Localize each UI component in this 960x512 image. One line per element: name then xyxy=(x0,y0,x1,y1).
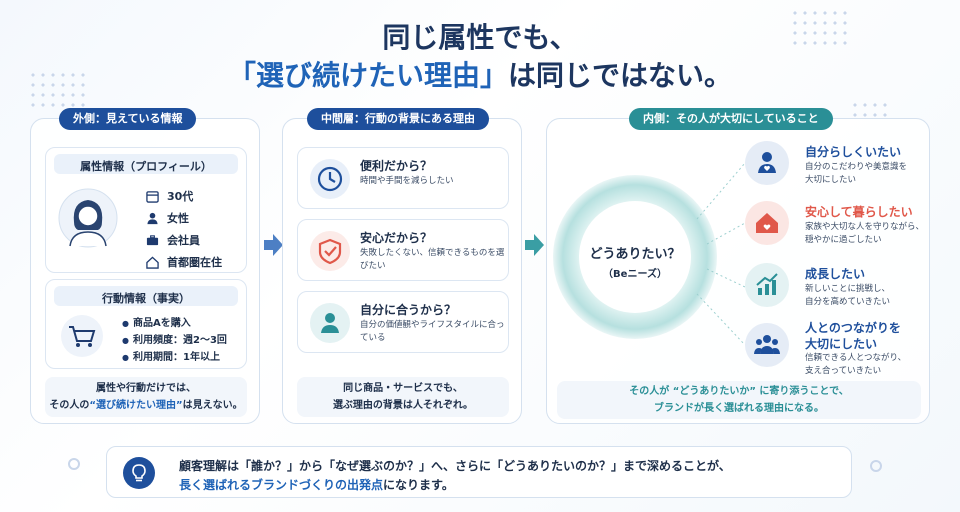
growth-chart-icon xyxy=(745,263,789,307)
attribute-title: 属性情報（プロフィール） xyxy=(80,160,212,173)
center-disc xyxy=(579,201,691,313)
title-highlight: 「選び続けたい理由」 xyxy=(227,59,508,92)
middle-panel: 中間層：行動の背景にある理由 便利だから？ 時間や手間を減らしたい 安心だから？… xyxy=(282,108,522,424)
attr-job-label: 会社員 xyxy=(167,234,200,247)
page-subtitle: 「選び続けたい理由」は同じではない。 xyxy=(0,54,960,94)
outer-note-line2: その人の“選び続けたい理由”は見えない。 xyxy=(45,397,247,414)
briefcase-icon xyxy=(146,234,159,245)
need-title-2: 大切にしたい xyxy=(805,337,878,351)
attr-age: 30代 xyxy=(146,188,193,204)
attr-area-label: 首都圏在住 xyxy=(167,256,222,269)
person-icon xyxy=(147,212,158,224)
attr-gender: 女性 xyxy=(146,210,189,226)
behavior-head-bg xyxy=(54,286,238,306)
decor-ring xyxy=(68,458,80,470)
attribute-head-bg xyxy=(54,154,238,174)
page-title: 同じ属性でも、 xyxy=(382,21,578,54)
attr-job: 会社員 xyxy=(146,232,200,248)
summary-line1: 顧客理解は「誰か？」から「なぜ選ぶのか？」へ、さらに「どうありたいのか？」まで深… xyxy=(179,459,731,473)
reason-card-safety: 安心だから？ 失敗したくない、信頼できるものを選びたい xyxy=(297,219,509,281)
behavior-box: 行動情報（事実） 商品Aを購入 利用頻度：週2〜3回 利用期間：1年以上 xyxy=(45,279,247,369)
behavior-item: 利用頻度：週2〜3回 xyxy=(122,331,227,346)
calendar-icon xyxy=(146,190,159,203)
middle-note-line1: 同じ商品・サービスでも、 xyxy=(343,383,463,394)
need-desc: 新しいことに挑戦し、 xyxy=(805,284,891,294)
center-subtitle: （Beニーズ） xyxy=(603,269,667,280)
need-desc: 大切にしたい xyxy=(805,175,857,185)
lightbulb-icon xyxy=(123,457,155,489)
summary-line2: 長く選ばれるブランドづくりの出発点になります。 xyxy=(179,476,454,493)
outer-panel: 外側：見えている情報 属性情報（プロフィール） 30代 女性 会社員 首都圏在住 xyxy=(30,108,260,424)
need-desc: 信頼できる人とつながり、 xyxy=(805,353,907,363)
inner-note-line2: ブランドが長く選ばれる理由になる。 xyxy=(654,403,824,414)
outer-note: 属性や行動だけでは、 その人の“選び続けたい理由”は見えない。 xyxy=(45,377,247,417)
decor-dots xyxy=(28,70,88,110)
need-title: 自分らしくいたい xyxy=(805,145,902,159)
shield-icon xyxy=(310,231,350,271)
woman-avatar-icon xyxy=(58,188,118,248)
attr-area: 首都圏在住 xyxy=(146,254,222,270)
clock-icon xyxy=(310,159,350,199)
need-desc: 家族や大切な人を守りながら、 xyxy=(805,222,925,232)
outer-note-line1: 属性や行動だけでは、 xyxy=(96,383,196,394)
reason-desc: 失敗したくない、信頼できるものを選びたい xyxy=(360,248,505,271)
title-rest: は同じではない。 xyxy=(508,59,733,92)
inner-diagram xyxy=(553,162,746,346)
summary-highlight: 長く選ばれるブランドづくりの出発点 xyxy=(179,478,384,492)
behavior-item: 商品Aを購入 xyxy=(122,314,191,329)
attr-age-label: 30代 xyxy=(167,190,194,203)
outer-note-pre: その人の xyxy=(49,400,90,411)
need-title: 安心して暮らしたい xyxy=(805,205,913,219)
reason-desc: 自分の価値観やライフスタイルに合っている xyxy=(360,320,505,343)
outer-pill: 外側：見えている情報 xyxy=(59,108,197,130)
need-desc: 支え合っていきたい xyxy=(805,366,882,376)
center-title: どうありたい？ xyxy=(589,247,681,262)
need-title: 成長したい xyxy=(805,267,866,281)
reason-card-fit: 自分に合うから？ 自分の価値観やライフスタイルに合っている xyxy=(297,291,509,353)
person-heart-icon xyxy=(745,141,789,185)
outer-note-post: は見えない。 xyxy=(182,400,243,411)
group-icon xyxy=(745,323,789,367)
need-desc: 自分のこだわりや美意識を xyxy=(805,162,908,172)
need-title: 人とのつながりを xyxy=(805,321,901,335)
decor-dots xyxy=(790,8,850,48)
behavior-item: 利用期間：1年以上 xyxy=(122,348,220,363)
home-icon xyxy=(146,256,159,269)
summary-rest: になります。 xyxy=(383,478,454,492)
middle-note: 同じ商品・サービスでも、 選ぶ理由の背景は人それぞれ。 xyxy=(297,377,509,417)
cart-icon xyxy=(61,315,103,357)
inner-pill: 内側：その人が大切にしていること xyxy=(629,108,833,130)
need-desc: 穏やかに過ごしたい xyxy=(805,235,882,245)
decor-ring xyxy=(870,460,882,472)
behavior-title: 行動情報（事実） xyxy=(102,292,190,305)
reason-desc: 時間や手間を減らしたい xyxy=(360,176,454,186)
attribute-box: 属性情報（プロフィール） 30代 女性 会社員 首都圏在住 xyxy=(45,147,247,273)
reason-card-convenience: 便利だから？ 時間や手間を減らしたい xyxy=(297,147,509,209)
inner-panel: 内側：その人が大切にしていること どうありたい？ （Beニーズ） 自分らしくいた… xyxy=(546,108,930,424)
outer-note-highlight: “選び続けたい理由” xyxy=(89,400,183,411)
attr-gender-label: 女性 xyxy=(167,212,189,225)
arrow-right-icon xyxy=(264,234,283,256)
need-desc: 自分を高めていきたい xyxy=(805,297,891,307)
reason-title: 自分に合うから？ xyxy=(360,303,457,317)
summary-box: 顧客理解は「誰か？」から「なぜ選ぶのか？」へ、さらに「どうありたいのか？」まで深… xyxy=(106,446,852,498)
reason-title: 便利だから？ xyxy=(360,159,433,173)
arrow-right-icon xyxy=(525,234,544,256)
inner-note: その人が “どうありたいか” に寄り添うことで、 ブランドが長く選ばれる理由にな… xyxy=(557,381,921,419)
inner-note-line1: その人が “どうありたいか” に寄り添うことで、 xyxy=(629,386,849,397)
user-icon xyxy=(310,303,350,343)
middle-note-line2: 選ぶ理由の背景は人それぞれ。 xyxy=(332,400,474,411)
house-heart-icon xyxy=(745,201,789,245)
reason-title: 安心だから？ xyxy=(360,231,433,245)
decor-dots xyxy=(850,100,890,120)
middle-pill: 中間層：行動の背景にある理由 xyxy=(307,108,489,130)
